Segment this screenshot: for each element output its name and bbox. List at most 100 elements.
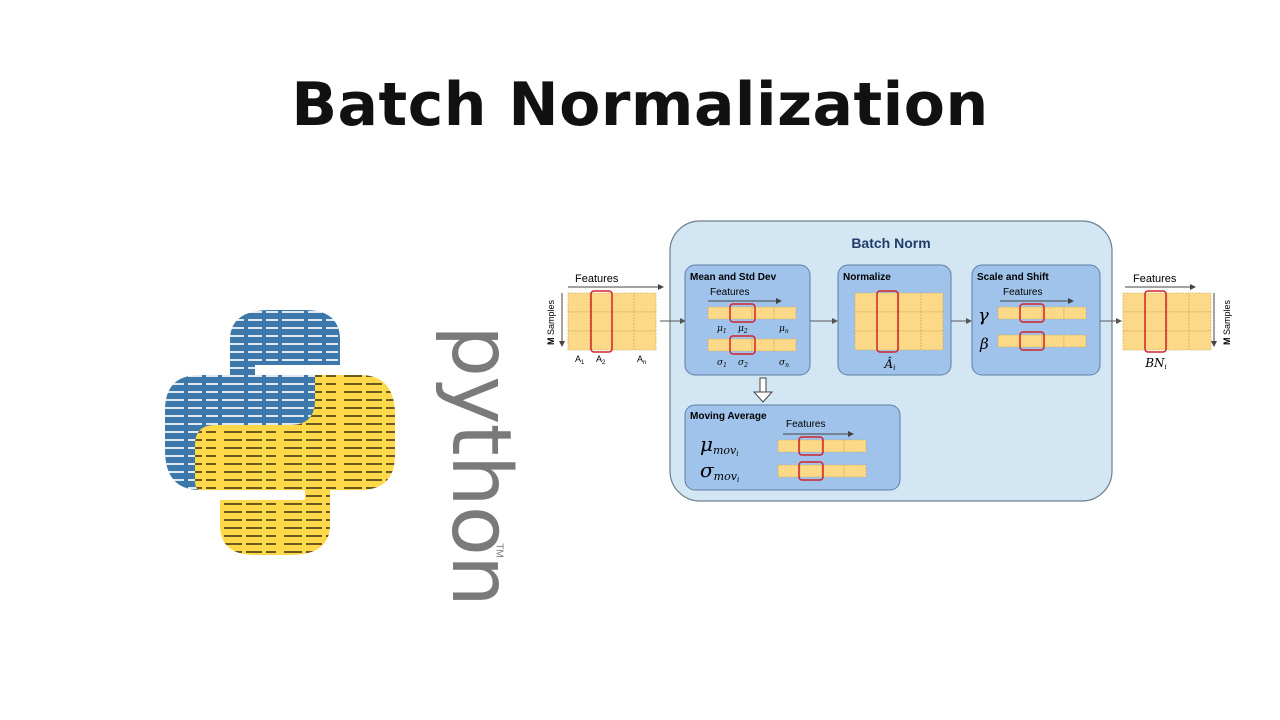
input-cell [589,330,613,351]
mu-row-cell [773,306,797,320]
mu-mov-highlight [798,436,824,456]
gamma-row-cell [1041,306,1065,320]
mean-std-title: Mean and Std Dev [690,272,777,283]
output-cell [1188,330,1212,351]
moving-average-features-arrowhead [848,431,854,437]
mu-1-label: μ1 [717,324,727,335]
output-features-arrowhead [1190,284,1196,290]
scale-shift-box: Scale and Shift Features γ β [971,264,1101,376]
normalize-to-scale-arrowhead [966,318,972,324]
input-cell [589,311,613,332]
sigma-mov-label: σmovi [700,458,739,484]
input-samples-label: M Samples [546,299,556,345]
input-cell [611,311,635,332]
output-cell [1144,292,1168,313]
sigma-row-cell [729,338,753,352]
scale-shift-title: Scale and Shift [977,272,1049,283]
mu-n-label: μn [779,324,789,335]
input-cell [633,292,657,313]
mu-highlight [729,303,756,323]
beta-row-cell [1019,334,1043,348]
input-cell [633,330,657,351]
output-matrix: Features M Samples BNi [1122,273,1232,371]
beta-highlight [1019,331,1045,351]
output-column-highlight [1144,290,1167,353]
gamma-row-cell [1063,306,1087,320]
normalize-cell [898,292,922,313]
sigma-mov-row-cell [821,464,845,478]
gamma-highlight [1019,303,1045,323]
normalize-cell [898,330,922,351]
sigma-mov-highlight [798,461,824,481]
mu-2-label: μ2 [738,324,748,335]
sigma-highlight [729,335,756,355]
output-bn-label: BNi [1144,356,1167,371]
normalize-cell [854,292,878,313]
output-cell [1122,330,1146,351]
beta-row-cell [1041,334,1065,348]
mu-mov-label: μmovi [700,432,739,458]
normalize-box: Normalize Âi [837,264,952,376]
sigma-mov-row-cell [843,464,867,478]
input-to-mean-arrowhead [680,318,686,324]
input-cell [567,330,591,351]
output-cell [1166,330,1190,351]
moving-average-title: Moving Average [690,411,767,422]
input-samples-arrowhead [559,341,565,347]
output-cell [1144,330,1168,351]
output-features-label: Features [1133,273,1177,285]
scale-shift-features-label: Features [1003,287,1042,298]
normalize-cell [920,330,944,351]
batch-norm-title: Batch Norm [851,235,930,251]
mean-std-features-label: Features [710,287,749,298]
input-features-label: Features [575,273,619,285]
python-logo [160,300,400,560]
input-features-arrowhead [658,284,664,290]
sigma-2-label: σ2 [738,358,748,369]
gamma-label: γ [978,305,989,326]
normalize-cell [876,311,900,332]
normalize-cell [854,311,878,332]
output-cell [1188,292,1212,313]
input-col-an: An [637,354,646,366]
normalize-cell [898,311,922,332]
beta-label: β [979,335,989,353]
mu-mov-row-cell [821,439,845,453]
python-snakes-icon [165,310,395,555]
normalize-cell [920,311,944,332]
input-cell [611,330,635,351]
sigma-1-label: σ1 [717,358,727,369]
output-cell [1166,311,1190,332]
normalize-cell [876,330,900,351]
gamma-row-cell [997,306,1021,320]
input-cell [567,292,591,313]
scale-shift-features-arrowhead [1068,298,1074,304]
input-cell [567,311,591,332]
moving-average-box: Moving Average Features μmovi σmovi [684,404,901,491]
sigma-row-cell [773,338,797,352]
mean-to-moving-average-arrow [752,377,774,403]
sigma-mov-row-cell [799,464,823,478]
slide-title: Batch Normalization [291,70,989,140]
mu-row-cell [729,306,753,320]
mu-mov-row-cell [799,439,823,453]
input-col-a2: A2 [596,354,606,366]
output-cell [1122,311,1146,332]
input-cell [611,292,635,313]
moving-average-features-label: Features [786,419,825,430]
mu-mov-row-cell [843,439,867,453]
output-samples-arrowhead [1211,341,1217,347]
mu-row-cell [707,306,731,320]
beta-row-cell [997,334,1021,348]
normalize-cell [920,292,944,313]
sigma-mov-row-cell [777,464,801,478]
input-col-a1: A1 [575,354,585,366]
scale-to-output-arrowhead [1116,318,1122,324]
beta-row-cell [1063,334,1087,348]
input-matrix: Features M Samples A1 A2 An [546,273,664,366]
normalize-title: Normalize [843,272,891,283]
input-cell [633,311,657,332]
output-samples-label: M Samples [1222,299,1232,345]
gamma-row-cell [1019,306,1043,320]
normalize-column-highlight [876,290,899,353]
